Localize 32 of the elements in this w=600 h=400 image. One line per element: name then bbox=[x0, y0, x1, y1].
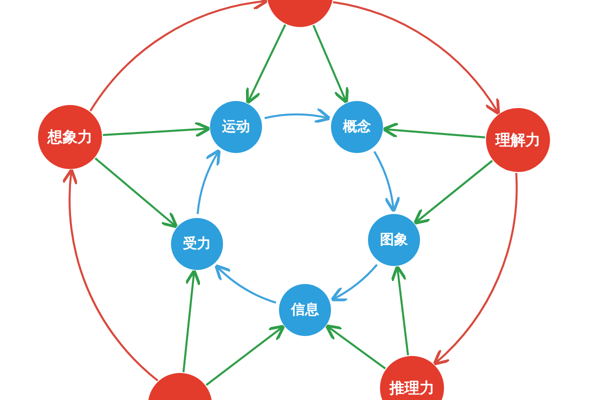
concept-circle bbox=[331, 101, 383, 153]
arrow bbox=[330, 264, 378, 302]
arrow bbox=[196, 148, 221, 214]
circle-label: 信息 bbox=[291, 301, 319, 319]
circle-label: 概念 bbox=[343, 118, 371, 136]
arrow bbox=[264, 108, 332, 124]
circle-label: 运动 bbox=[222, 118, 250, 136]
arrow bbox=[390, 265, 409, 356]
arrow bbox=[182, 269, 202, 372]
arrow bbox=[312, 24, 349, 104]
concept-circle bbox=[368, 214, 420, 266]
circle-label: 图象 bbox=[380, 231, 408, 249]
concept-circle bbox=[171, 218, 223, 270]
arrow bbox=[373, 151, 400, 213]
arrow bbox=[94, 158, 178, 228]
circle-label: 推理力 bbox=[390, 378, 434, 398]
arrow bbox=[413, 160, 493, 225]
circle-label: 想象力 bbox=[48, 128, 92, 146]
arrow bbox=[206, 324, 286, 386]
concept-circle bbox=[210, 101, 262, 153]
arrow bbox=[102, 121, 211, 138]
arrow bbox=[214, 264, 276, 304]
arrow bbox=[246, 24, 286, 104]
circle-label: 受力 bbox=[183, 235, 211, 253]
arrow bbox=[62, 168, 158, 382]
arrow bbox=[382, 122, 486, 139]
arrow bbox=[432, 172, 518, 366]
arrow bbox=[332, 1, 500, 116]
circle-label: 理解力 bbox=[496, 130, 540, 150]
concept-circle bbox=[279, 284, 331, 336]
arrow bbox=[90, 0, 269, 112]
arrow bbox=[325, 324, 386, 370]
